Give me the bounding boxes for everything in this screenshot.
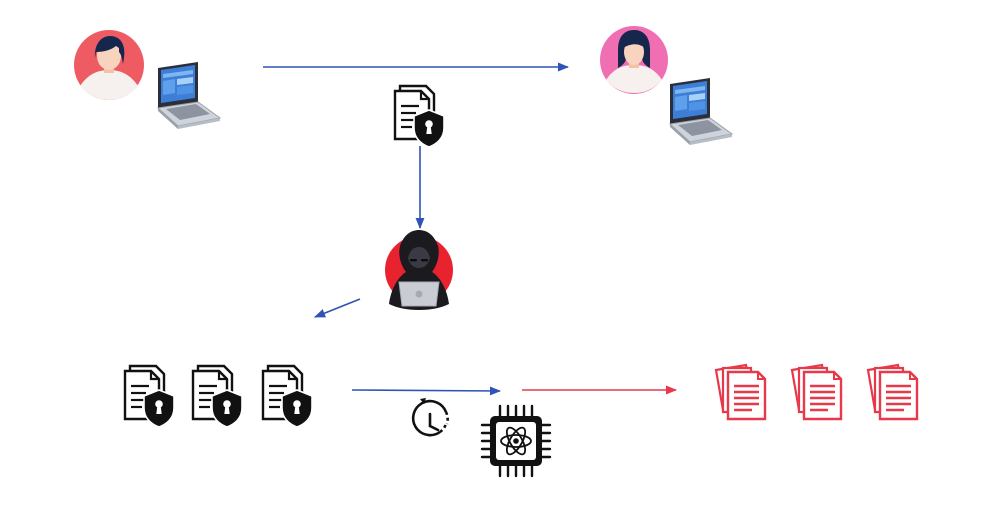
sender-laptop-icon [157, 61, 221, 130]
encrypted-data-icon [393, 84, 446, 149]
sender-avatar-icon [74, 30, 144, 100]
decrypted-document-icon [714, 363, 767, 421]
decrypted-document-icon [866, 363, 919, 421]
encrypted-document-icon [123, 364, 176, 429]
receiver-laptop-icon [669, 77, 733, 146]
decrypted-data-group [714, 363, 919, 421]
encrypted-document-icon [261, 364, 314, 429]
receiver-avatar-icon [600, 26, 668, 94]
decrypted-document-icon [790, 363, 843, 421]
arrow-attacker-to-storage [313, 298, 361, 318]
hooded-hacker-icon [385, 230, 453, 310]
harvested-data-group [123, 364, 314, 429]
arrow-storage-to-quantum [351, 386, 502, 396]
quantum-chip-icon [480, 404, 552, 478]
encrypted-document-icon [191, 364, 244, 429]
clock-icon [411, 398, 449, 437]
